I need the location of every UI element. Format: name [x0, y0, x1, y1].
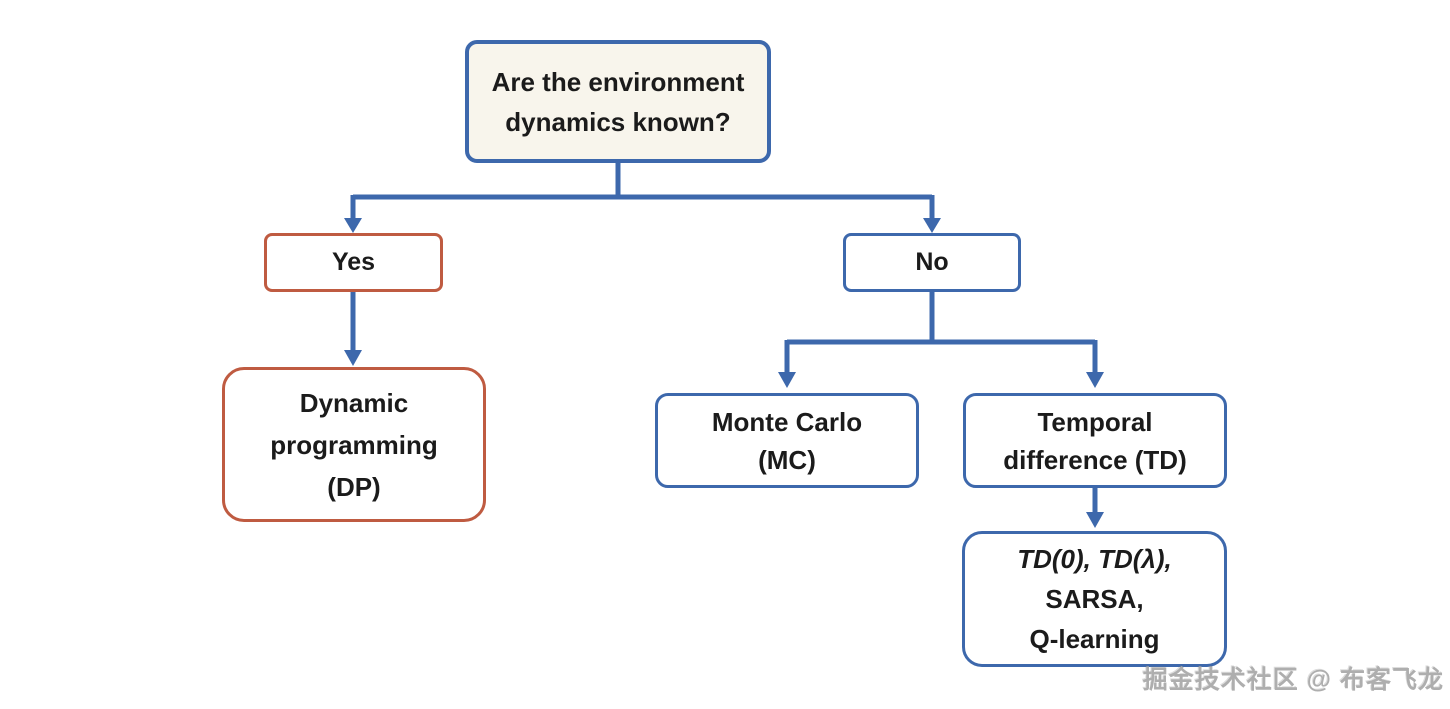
node-temporal-difference: Temporal difference (TD)	[963, 393, 1227, 488]
no-label: No	[915, 248, 949, 276]
node-yes: Yes	[264, 233, 443, 292]
dp-line2: programming	[270, 429, 438, 460]
arrowhead-yes	[344, 218, 362, 233]
watermark: 掘金技术社区 @ 布客飞龙	[1142, 666, 1444, 694]
node-monte-carlo: Monte Carlo (MC)	[655, 393, 919, 488]
node-dynamic-programming: Dynamic programming (DP)	[222, 367, 486, 522]
node-td-algorithms: TD(0), TD(λ), SARSA, Q-learning	[962, 531, 1227, 667]
mc-line1: Monte Carlo	[711, 406, 863, 437]
td-algos-line3: Q-learning	[1029, 624, 1160, 654]
td-line2: difference (TD)	[1003, 444, 1187, 475]
td-algos-line1: TD(0), TD(λ),	[1017, 544, 1172, 574]
arrowhead-algos	[1086, 512, 1104, 528]
arrowhead-no	[923, 218, 941, 233]
arrowhead-dp	[344, 350, 362, 366]
arrowhead-td	[1086, 372, 1104, 388]
td-line1: Temporal	[1037, 406, 1153, 437]
node-root-question: Are the environment dynamics known?	[465, 40, 771, 163]
yes-label: Yes	[331, 248, 376, 276]
mc-line2: (MC)	[758, 444, 816, 475]
td-algos-line2: SARSA,	[1045, 584, 1144, 614]
root-question-line2: dynamics known?	[505, 106, 731, 137]
node-no: No	[843, 233, 1021, 292]
arrowhead-mc	[778, 372, 796, 388]
dp-line3: (DP)	[327, 471, 381, 502]
root-question-line1: Are the environment	[491, 66, 745, 97]
dp-line1: Dynamic	[299, 387, 409, 418]
